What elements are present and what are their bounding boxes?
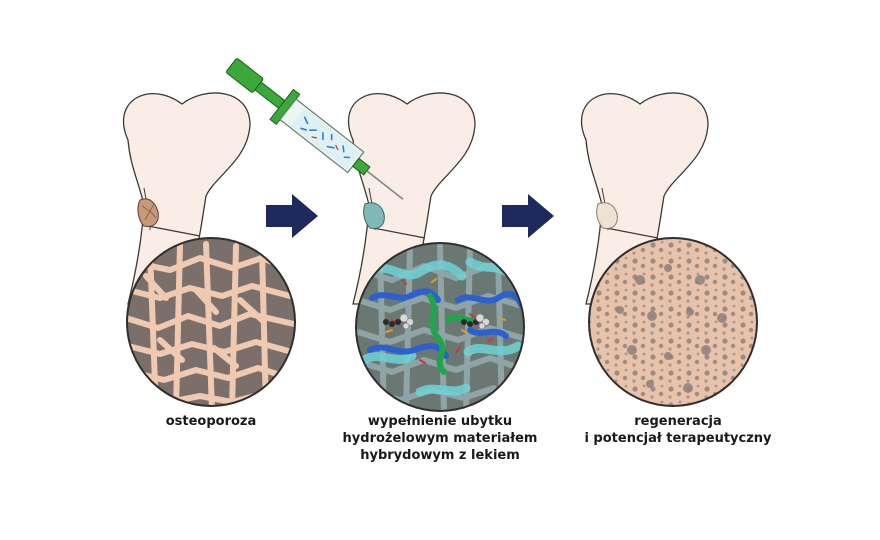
arrow-right-icon bbox=[502, 194, 554, 238]
magnified-tissue-icon bbox=[588, 237, 758, 407]
bone-icon bbox=[347, 92, 476, 305]
caption-line: regeneracja bbox=[634, 414, 722, 429]
caption-regeneration: regeneracja i potencjał terapeutyczny bbox=[583, 413, 773, 447]
arrow-right-icon bbox=[266, 194, 318, 238]
caption-hydrogel-filling: wypełnienie ubytku hydrożelowym materiał… bbox=[340, 413, 540, 464]
caption-line: hybrydowym z lekiem bbox=[360, 448, 520, 463]
bone-icon bbox=[580, 92, 709, 305]
caption-line: hydrożelowym materiałem bbox=[342, 431, 538, 446]
caption-line: osteoporoza bbox=[165, 414, 257, 429]
bone-icon bbox=[122, 92, 251, 305]
caption-line: i potencjał terapeutyczny bbox=[584, 431, 772, 446]
magnified-tissue-icon bbox=[355, 242, 525, 412]
caption-line: wypełnienie ubytku bbox=[367, 414, 513, 429]
magnified-tissue-icon bbox=[126, 237, 296, 407]
caption-osteoporosis: osteoporoza bbox=[131, 413, 291, 430]
syringe-icon bbox=[226, 58, 404, 200]
